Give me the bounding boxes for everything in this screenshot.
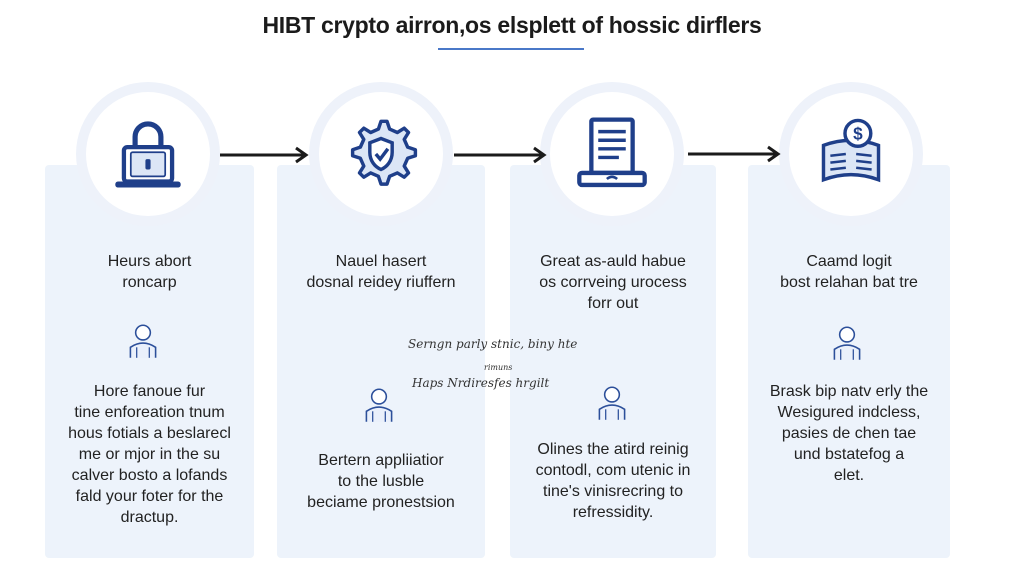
step-2-heading: Nauel hasert dosnal reidey riuffern xyxy=(306,253,456,291)
dollar-ledger-icon: $ xyxy=(821,118,881,183)
step-1-heading: Heurs abort roncarp xyxy=(107,253,192,291)
step-panel-3 xyxy=(510,165,716,558)
step-2-icon-circle xyxy=(319,92,443,216)
annotation-note-2: rimuns xyxy=(484,363,513,372)
arrow-right-icon xyxy=(688,145,781,163)
person-icon xyxy=(833,326,861,360)
step-4-body: Brask bip natv erly the Wesigured indcle… xyxy=(769,383,929,484)
step-1-icon-circle xyxy=(86,92,210,216)
title-underline xyxy=(438,48,584,50)
step-panel-1 xyxy=(45,165,254,558)
arrow-right-icon xyxy=(454,146,547,164)
step-4-heading: Caamd logit bost relahan bat tre xyxy=(780,253,918,291)
gear-shield-icon xyxy=(350,119,418,186)
step-3-body: Olines the atird reinig contodl, com ute… xyxy=(535,441,691,521)
person-icon xyxy=(129,324,157,358)
step-3-heading: Great as-auld habue os corrveing urocess… xyxy=(539,253,687,312)
annotation-note-1: Serngn parly stnic, biny hte xyxy=(408,337,578,351)
step-2-body: Bertern appliiatior to the lusble beciam… xyxy=(307,452,455,511)
padlock-laptop-icon xyxy=(115,121,181,188)
person-icon xyxy=(598,386,626,420)
step-panel-4 xyxy=(748,165,950,558)
step-4-icon-circle: $ xyxy=(789,92,913,216)
step-3-icon-circle xyxy=(550,92,674,216)
step-panel-2 xyxy=(277,165,485,558)
step-1-body: Hore fanoue fur tine enforeation tnum ho… xyxy=(68,383,231,526)
arrow-right-icon xyxy=(220,146,309,164)
svg-text:$: $ xyxy=(853,123,863,143)
document-computer-icon xyxy=(577,117,647,188)
person-icon xyxy=(365,388,393,422)
page-title: HIBT crypto airron,os elsplett of hossic… xyxy=(262,12,762,38)
annotation-note-3: Haps Nrdiresfes hrgilt xyxy=(412,376,550,390)
